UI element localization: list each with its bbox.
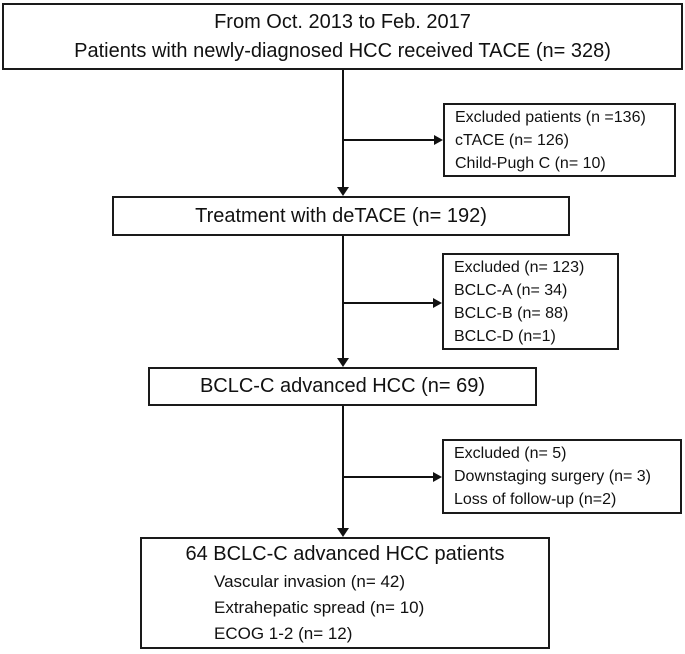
excluded-1-ctace: cTACE (n= 126) <box>455 131 569 149</box>
final-vascular-invasion: Vascular invasion (n= 42) <box>214 572 406 591</box>
arrow-down-icon-1 <box>337 187 349 196</box>
treatment-label: Treatment with deTACE (n= 192) <box>195 204 487 227</box>
arrow-right-icon-1 <box>434 135 443 145</box>
arrow-right-icon-3 <box>433 472 442 482</box>
flow-line-3 <box>342 406 344 528</box>
arrow-down-icon-2 <box>337 358 349 367</box>
excluded-2-bclc-b: BCLC-B (n= 88) <box>454 304 569 322</box>
excluded-box-1: Excluded patients (n =136) cTACE (n= 126… <box>443 103 676 177</box>
branch-line-3 <box>343 476 434 478</box>
arrow-right-icon-2 <box>433 298 442 308</box>
treatment-box: Treatment with deTACE (n= 192) <box>112 196 570 236</box>
excluded-2-bclc-d: BCLC-D (n=1) <box>454 327 556 345</box>
excluded-3-downstaging: Downstaging surgery (n= 3) <box>454 468 651 485</box>
excluded-1-childpugh: Child-Pugh C (n= 10) <box>455 154 606 172</box>
bclc-c-box: BCLC-C advanced HCC (n= 69) <box>148 367 537 406</box>
enrollment-period-box: From Oct. 2013 to Feb. 2017 Patients wit… <box>2 3 683 70</box>
flow-line-1 <box>342 70 344 188</box>
arrow-down-icon-3 <box>337 528 349 537</box>
final-extrahepatic-spread: Extrahepatic spread (n= 10) <box>214 598 425 617</box>
excluded-2-bclc-a: BCLC-A (n= 34) <box>454 281 568 299</box>
final-cohort-box: 64 BCLC-C advanced HCC patients Vascular… <box>140 537 550 649</box>
flow-line-2 <box>342 236 344 358</box>
excluded-box-2: Excluded (n= 123) BCLC-A (n= 34) BCLC-B … <box>442 253 619 350</box>
excluded-3-followup: Loss of follow-up (n=2) <box>454 491 617 508</box>
final-ecog: ECOG 1-2 (n= 12) <box>214 624 353 643</box>
branch-line-2 <box>343 302 434 304</box>
enrollment-period-line: From Oct. 2013 to Feb. 2017 <box>214 10 471 33</box>
excluded-3-total: Excluded (n= 5) <box>454 445 567 462</box>
excluded-box-3: Excluded (n= 5) Downstaging surgery (n= … <box>442 439 682 514</box>
branch-line-1 <box>343 139 435 141</box>
excluded-1-total: Excluded patients (n =136) <box>455 108 646 126</box>
bclc-c-label: BCLC-C advanced HCC (n= 69) <box>199 375 486 397</box>
enrollment-population-line: Patients with newly-diagnosed HCC receiv… <box>74 39 611 62</box>
final-cohort-title: 64 BCLC-C advanced HCC patients <box>185 543 505 565</box>
excluded-2-total: Excluded (n= 123) <box>454 258 585 276</box>
